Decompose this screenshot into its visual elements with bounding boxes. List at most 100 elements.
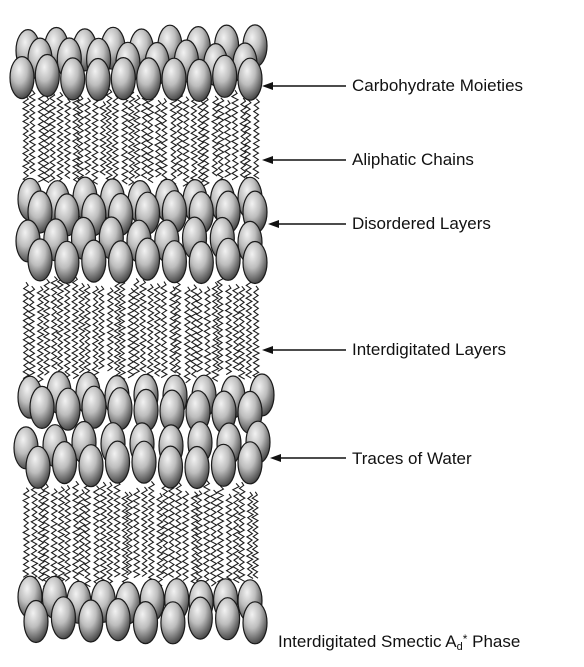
caption-suffix: Phase xyxy=(467,632,520,651)
aliphatic-chain xyxy=(155,100,161,177)
aliphatic-chain xyxy=(57,275,63,371)
carbohydrate-bead xyxy=(10,57,34,99)
aliphatic-chain xyxy=(148,481,154,583)
aliphatic-chain xyxy=(64,485,70,581)
aliphatic-chain xyxy=(31,483,37,585)
aliphatic-chain xyxy=(212,96,218,176)
aliphatic-chain xyxy=(51,277,57,370)
aliphatic-chain xyxy=(85,98,91,175)
aliphatic-chain xyxy=(198,101,204,184)
aliphatic-chain xyxy=(100,482,106,588)
carbohydrate-bead xyxy=(56,388,80,430)
carbohydrate-bead xyxy=(188,597,212,639)
aliphatic-chain xyxy=(162,482,168,578)
carbohydrate-bead xyxy=(162,58,186,100)
aliphatic-chain xyxy=(93,486,99,585)
aliphatic-chain xyxy=(58,487,64,586)
aliphatic-chain xyxy=(73,481,79,587)
carbohydrate-bead xyxy=(106,441,130,483)
aliphatic-chain xyxy=(185,287,191,383)
aliphatic-chain xyxy=(246,279,252,378)
carbohydrate-bead xyxy=(243,242,267,284)
aliphatic-chain xyxy=(191,285,197,378)
carbohydrate-bead xyxy=(61,58,85,100)
carbohydrate-bead xyxy=(185,447,209,489)
aliphatic-chain xyxy=(142,487,148,577)
arrow-head-icon xyxy=(262,156,273,164)
aliphatic-chain xyxy=(147,96,153,182)
carbohydrate-bead xyxy=(137,58,161,100)
carbohydrate-bead xyxy=(216,598,240,640)
aliphatic-chain xyxy=(122,492,128,585)
aliphatic-chain xyxy=(204,480,210,586)
aliphatic-chain xyxy=(79,490,85,576)
carbohydrate-bead xyxy=(79,600,103,642)
aliphatic-chain xyxy=(252,492,258,578)
aliphatic-chain xyxy=(93,286,99,379)
aliphatic-chain xyxy=(107,482,113,584)
aliphatic-chain xyxy=(57,92,63,188)
aliphatic-chain xyxy=(253,99,259,179)
aliphatic-chain xyxy=(44,279,50,375)
aliphatic-chain xyxy=(203,97,209,187)
carbohydrate-bead xyxy=(161,602,185,644)
carbohydrate-bead xyxy=(24,601,48,643)
aliphatic-chain xyxy=(140,279,146,372)
aliphatic-chain xyxy=(247,492,253,578)
aliphatic-chain xyxy=(233,284,239,370)
aliphatic-chain xyxy=(85,481,91,587)
aliphatic-chain xyxy=(218,98,224,188)
aliphatic-chain xyxy=(49,92,55,182)
aliphatic-chain xyxy=(226,494,232,580)
pointer-arrow-group xyxy=(262,82,346,462)
carbohydrate-bead xyxy=(51,597,75,639)
carbohydrate-bead xyxy=(216,238,240,280)
carbohydrate-bead xyxy=(111,58,135,100)
aliphatic-chain xyxy=(106,89,112,185)
label-disordered-layers: Disordered Layers xyxy=(352,214,491,234)
aliphatic-chain xyxy=(72,276,78,378)
aliphatic-chain xyxy=(38,93,44,183)
carbohydrate-bead xyxy=(187,59,211,101)
aliphatic-chain-group xyxy=(23,89,259,590)
carbohydrate-bead xyxy=(30,386,54,428)
carbohydrate-bead xyxy=(189,242,213,284)
label-interdigitated-layers: Interdigitated Layers xyxy=(352,340,506,360)
aliphatic-chain xyxy=(128,89,134,185)
carbohydrate-bead xyxy=(136,238,160,280)
aliphatic-chain xyxy=(161,282,167,378)
carbohydrate-bead xyxy=(53,442,77,484)
carbohydrate-bead xyxy=(212,444,236,486)
carbohydrate-bead xyxy=(132,441,156,483)
carbohydrate-bead xyxy=(26,446,50,488)
aliphatic-chain xyxy=(128,288,134,378)
aliphatic-chain xyxy=(183,97,189,187)
aliphatic-chain xyxy=(196,491,202,584)
aliphatic-chain xyxy=(225,100,231,177)
label-carbohydrate-moieties: Carbohydrate Moieties xyxy=(352,76,523,96)
aliphatic-chain xyxy=(196,289,202,372)
aliphatic-chain xyxy=(84,284,90,380)
carbohydrate-bead xyxy=(213,55,237,97)
carbohydrate-bead xyxy=(134,602,158,644)
caption-text: Interdigitated Smectic A xyxy=(278,632,457,651)
aliphatic-chain xyxy=(182,491,188,581)
aliphatic-chain xyxy=(170,287,176,373)
aliphatic-chain xyxy=(211,490,217,586)
aliphatic-chain xyxy=(64,276,70,382)
aliphatic-chain xyxy=(239,286,245,379)
arrow-head-icon xyxy=(270,454,281,462)
aliphatic-chain xyxy=(232,90,238,180)
carbohydrate-bead xyxy=(82,240,106,282)
aliphatic-chain xyxy=(191,95,197,185)
carbohydrate-bead xyxy=(243,602,267,644)
aliphatic-chain xyxy=(98,286,104,369)
carbohydrate-bead xyxy=(86,59,110,101)
aliphatic-chain xyxy=(100,102,106,176)
aliphatic-chain xyxy=(107,288,113,371)
aliphatic-chain xyxy=(217,486,223,582)
aliphatic-chain xyxy=(134,95,140,178)
carbohydrate-bead xyxy=(106,599,130,641)
arrow-head-icon xyxy=(262,346,273,354)
